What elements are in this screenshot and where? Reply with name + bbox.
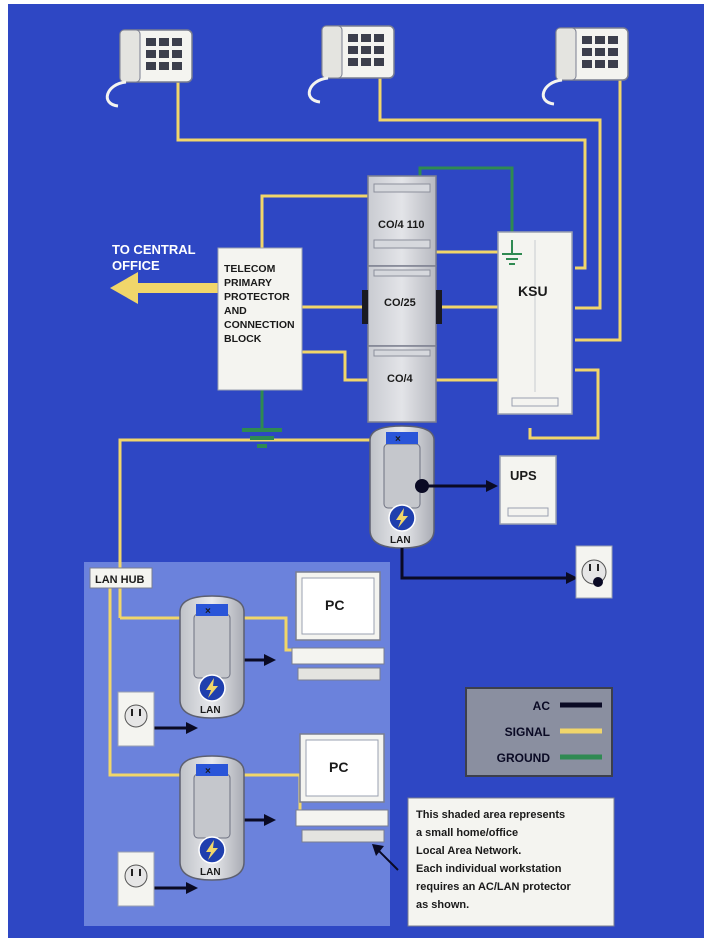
note-line-2: a small home/office [416, 827, 518, 839]
telecom-line-4: AND [224, 305, 247, 317]
pc-label-1: PC [325, 597, 344, 613]
pc-2 [295, 733, 389, 843]
svg-text:×: × [205, 766, 211, 777]
note-box [407, 797, 615, 927]
legend-signal-label: SIGNAL [505, 725, 550, 739]
legend-ground-label: GROUND [497, 751, 551, 765]
telecom-line-3: PROTECTOR [224, 291, 290, 303]
lan-label-hub2: LAN [200, 867, 221, 878]
legend [465, 687, 613, 777]
telecom-line-1: TELECOM [224, 263, 276, 275]
lan-label-main: LAN [390, 535, 411, 546]
svg-text:×: × [395, 434, 401, 445]
note-line-5: requires an AC/LAN protector [416, 881, 572, 893]
ground-symbol-telecom [242, 428, 282, 448]
note-line-3: Local Area Network. [416, 845, 521, 857]
telephone-3 [541, 27, 629, 106]
note-line-6: as shown. [416, 899, 469, 911]
ac-plug-main [415, 479, 429, 493]
telecom-line-5: CONNECTION [224, 319, 295, 331]
co25-label: CO/25 [384, 297, 416, 309]
ac-arrowheads [186, 480, 578, 894]
legend-ac-label: AC [533, 699, 551, 713]
telecom-line-6: BLOCK [224, 333, 262, 345]
wall-outlet-main [575, 545, 613, 599]
ups-label: UPS [510, 468, 537, 483]
ksu-slot [511, 397, 559, 407]
lan-hub-label: LAN HUB [95, 574, 145, 586]
lan-protector-hub2: × [179, 755, 245, 881]
telecom-block-label: TELECOM PRIMARY PROTECTOR AND CONNECTION… [224, 263, 295, 345]
ksu-ground-symbol [502, 240, 522, 265]
lan-label-hub1: LAN [200, 705, 221, 716]
note-pointer-arrow [372, 844, 399, 871]
note-line-4: Each individual workstation [416, 863, 562, 875]
wall-outlet-hub2 [117, 851, 155, 907]
ups-slot [507, 507, 549, 517]
telephone-1 [105, 29, 193, 108]
svg-text:×: × [205, 606, 211, 617]
lan-hub-label-box [89, 567, 153, 589]
pc-label-2: PC [329, 759, 348, 775]
wall-outlet-hub1 [117, 691, 155, 747]
lan-protector-hub1: × [179, 595, 245, 719]
telecom-line-2: PRIMARY [224, 277, 272, 289]
co4-label: CO/4 [387, 373, 414, 385]
note-text: This shaded area represents a small home… [416, 809, 572, 911]
pc-1 [291, 571, 385, 681]
central-office-arrow [110, 272, 220, 304]
ups-unit [499, 455, 557, 525]
telecom-protector-block [217, 247, 303, 391]
lan-protector-main: × [369, 425, 435, 549]
telephone-2 [307, 25, 395, 104]
to-central-office-label-1: TO CENTRAL [112, 242, 196, 257]
note-line-1: This shaded area represents [416, 809, 565, 821]
co-module-stack [362, 175, 442, 423]
ksu-label: KSU [518, 283, 548, 299]
to-central-office-label-2: OFFICE [112, 258, 160, 273]
co4-110-label: CO/4 110 [378, 219, 424, 231]
